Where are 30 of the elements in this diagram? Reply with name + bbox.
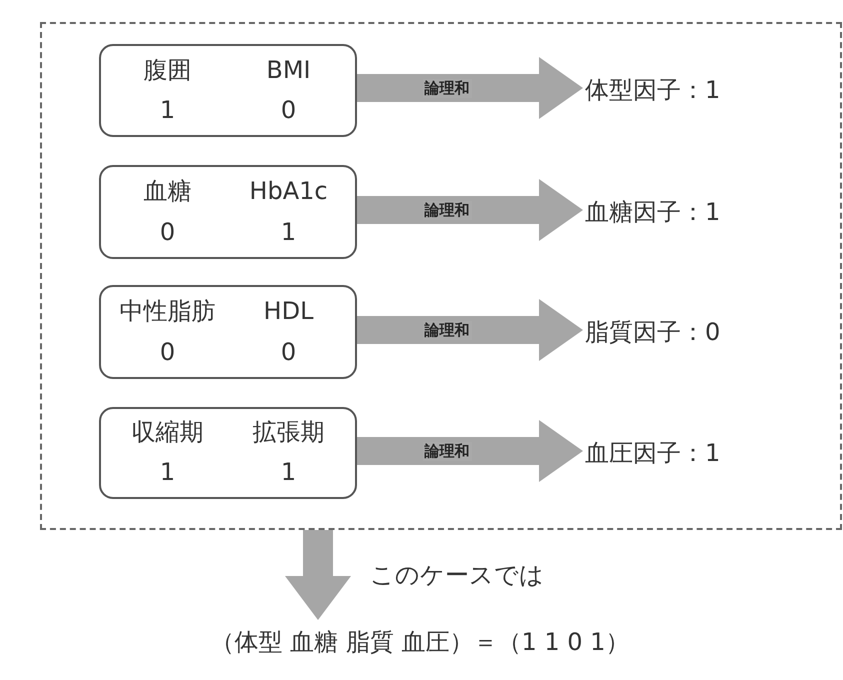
item-name: 収縮期 (132, 417, 204, 448)
factor-text: 体型因子：1 (585, 70, 785, 110)
item-value: 1 (280, 216, 296, 248)
item-value: 0 (160, 336, 176, 368)
rounded-box (99, 165, 357, 259)
item-value: 0 (280, 95, 296, 126)
item-value: 0 (280, 336, 296, 368)
edge-label: 論理和 (422, 78, 472, 98)
item-name: 中性脂肪 (120, 296, 216, 327)
edge-label: 論理和 (422, 442, 472, 460)
rounded-box (99, 407, 357, 499)
item-value: 0 (160, 216, 176, 248)
factor-text: 脂質因子：0 (585, 312, 785, 352)
item-name: HDL (264, 296, 314, 327)
rounded-box (99, 44, 357, 137)
item-name: 腹囲 (144, 54, 192, 86)
result-text: （体型 血糖 脂質 血圧）＝（1 1 0 1） (110, 620, 730, 664)
dashed-frame (40, 22, 842, 530)
item-value: 1 (280, 457, 296, 488)
factor-text: 血圧因子：1 (585, 433, 785, 473)
edge-label: 論理和 (422, 320, 472, 340)
factor-text: 血糖因子：1 (585, 192, 785, 232)
rounded-box (99, 285, 357, 379)
item-name: 拡張期 (252, 417, 324, 448)
item-value: 1 (160, 457, 176, 488)
item-name: HbA1c (249, 176, 328, 207)
edge-label: 論理和 (422, 200, 472, 220)
item-name: BMI (266, 54, 311, 86)
item-value: 1 (160, 95, 176, 126)
item-name: 血糖 (144, 176, 192, 207)
